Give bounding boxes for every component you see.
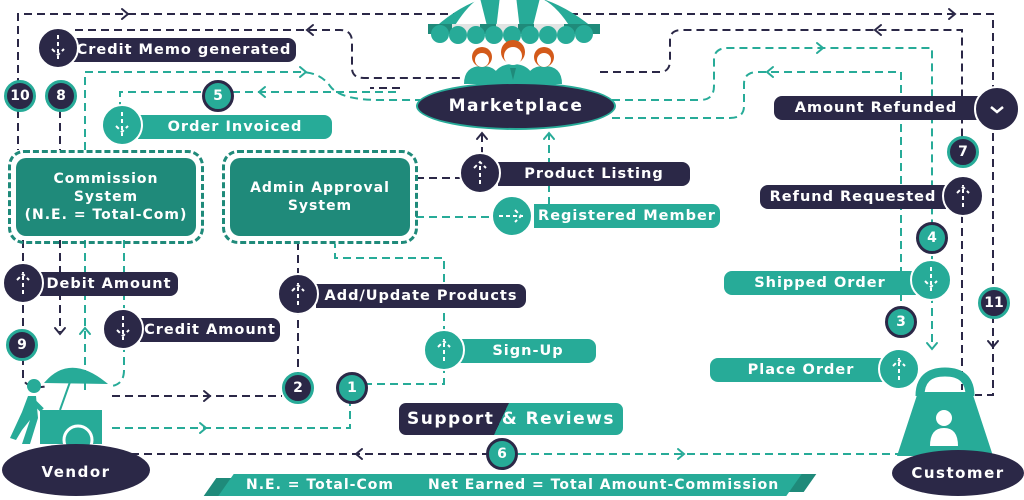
step-label: Credit Memo generated (76, 42, 292, 58)
commission-system-box[interactable]: Commission System (N.E. = Total-Com) (8, 150, 204, 244)
arrow-up-icon (2, 262, 44, 304)
formula-short: N.E. = Total-Com (246, 477, 394, 493)
step-label: Shipped Order (754, 275, 886, 291)
support-label: Support (407, 409, 495, 429)
step-number-11: 11 (978, 287, 1010, 319)
step-label: Product Listing (524, 166, 664, 182)
step-amount-refunded[interactable]: Amount Refunded (774, 96, 978, 120)
step-number-3: 3 (885, 306, 917, 338)
step-number-8: 8 (45, 80, 77, 112)
step-credit-memo-generated[interactable]: Credit Memo generated (72, 38, 296, 62)
step-label: Credit Amount (144, 322, 276, 338)
step-order-invoiced[interactable]: Order Invoiced (138, 115, 332, 139)
step-number-2: 2 (282, 372, 314, 404)
step-label: Amount Refunded (794, 100, 958, 116)
wire-order-teal-2 (119, 91, 400, 110)
step-label: Sign-Up (492, 343, 564, 359)
arrow-up-icon (942, 175, 984, 217)
step-registered-member[interactable]: Registered Member (534, 204, 720, 228)
marketplace-label: Marketplace (448, 96, 584, 116)
arrow-down-icon (101, 104, 143, 146)
arrow-up-icon (878, 348, 920, 390)
chevron-down-icon (974, 86, 1020, 132)
step-label: Refund Requested (769, 189, 937, 205)
vendor-actor[interactable]: Vendor (2, 444, 150, 496)
step-credit-amount[interactable]: Credit Amount (140, 318, 280, 342)
commission-system-subtitle: System (73, 189, 139, 205)
formula-ribbon: N.E. = Total-Com Net Earned = Total Amou… (203, 474, 817, 496)
formula-long: Net Earned = Total Amount-Commission (428, 477, 780, 493)
arrow-down-icon (910, 259, 952, 301)
step-number-1: 1 (336, 372, 368, 404)
admin-approval-subtitle: System (287, 198, 353, 214)
arrow-right-icon (491, 195, 533, 237)
admin-approval-system-box[interactable]: Admin Approval System (222, 150, 418, 244)
customer-illustration (897, 367, 993, 456)
reviews-label: & Reviews (501, 409, 615, 429)
step-sign-up[interactable]: Sign-Up (460, 339, 596, 363)
wire-order-teal-1 (84, 71, 420, 150)
step-label: Registered Member (538, 208, 716, 224)
marketplace-actor[interactable]: Marketplace (416, 82, 616, 130)
arrow-down-icon (37, 27, 79, 69)
arrow-up-icon (277, 273, 319, 315)
wire-11 (975, 120, 994, 396)
step-label: Add/Update Products (324, 288, 518, 304)
admin-approval-title: Admin Approval (250, 180, 390, 196)
wire-order-teal-right2 (612, 71, 902, 330)
step-number-10: 10 (4, 80, 36, 112)
customer-actor[interactable]: Customer (892, 450, 1024, 496)
step-place-order[interactable]: Place Order (710, 358, 892, 382)
step-number-4: 4 (916, 222, 948, 254)
wire-credit-memo-right (600, 29, 963, 140)
step-debit-amount[interactable]: Debit Amount (40, 272, 178, 296)
step-label: Place Order (747, 362, 855, 378)
arrow-down-icon (102, 308, 144, 350)
admin-approval-content: Admin Approval System (230, 158, 410, 236)
step-refund-requested[interactable]: Refund Requested (760, 185, 946, 209)
wire-vendor-to-1 (112, 402, 351, 429)
step-number-7: 7 (947, 136, 979, 168)
vendor-label: Vendor (41, 463, 111, 481)
step-number-9: 9 (6, 329, 38, 361)
wire-credit-amount (111, 240, 125, 387)
step-product-listing[interactable]: Product Listing (498, 162, 690, 186)
commission-system-title: Commission (53, 171, 159, 187)
customer-label: Customer (911, 464, 1005, 482)
commission-system-formula: (N.E. = Total-Com) (24, 207, 188, 223)
wire-order-teal-right1 (612, 47, 933, 230)
arrow-up-icon (423, 329, 465, 371)
step-number-6: 6 (486, 438, 518, 470)
step-number-5: 5 (202, 80, 234, 112)
vendor-illustration (10, 367, 108, 456)
arrow-up-icon (459, 152, 501, 194)
step-shipped-order[interactable]: Shipped Order (724, 271, 916, 295)
step-label: Debit Amount (46, 276, 172, 292)
wire-1-signup (334, 244, 445, 385)
step-add-update-products[interactable]: Add/Update Products (316, 284, 526, 308)
commission-system-content: Commission System (N.E. = Total-Com) (16, 158, 196, 236)
step-label: Order Invoiced (167, 119, 303, 135)
support-reviews-badge[interactable]: Support & Reviews (399, 403, 623, 435)
